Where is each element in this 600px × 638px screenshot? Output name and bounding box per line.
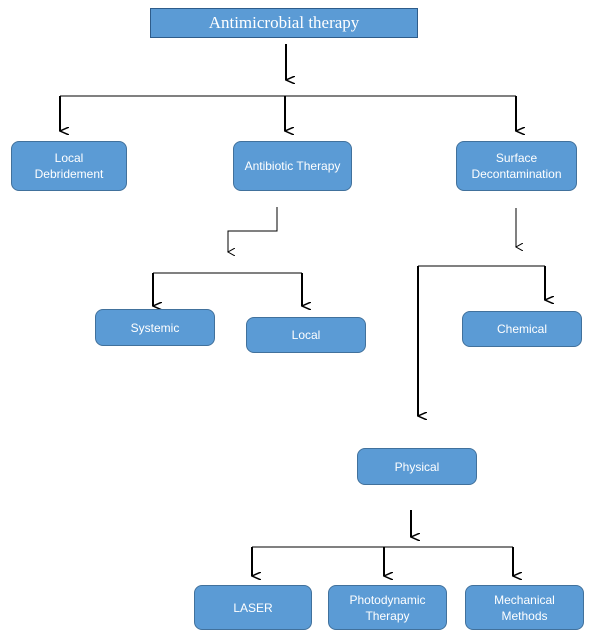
- node-laser: LASER: [194, 585, 312, 630]
- node-physical: Physical: [357, 448, 477, 485]
- title-box: Antimicrobial therapy: [150, 8, 418, 38]
- node-photodynamic-therapy: Photodynamic Therapy: [328, 585, 447, 630]
- node-surface-decontamination: Surface Decontamination: [456, 141, 577, 191]
- node-antibiotic-therapy: Antibiotic Therapy: [233, 141, 352, 191]
- node-local: Local: [246, 317, 366, 353]
- elbow-antibiotic: [228, 207, 278, 252]
- node-chemical: Chemical: [462, 311, 582, 347]
- node-local-debridement: Local Debridement: [11, 141, 127, 191]
- node-systemic: Systemic: [95, 309, 215, 346]
- node-mechanical-methods: Mechanical Methods: [465, 585, 584, 630]
